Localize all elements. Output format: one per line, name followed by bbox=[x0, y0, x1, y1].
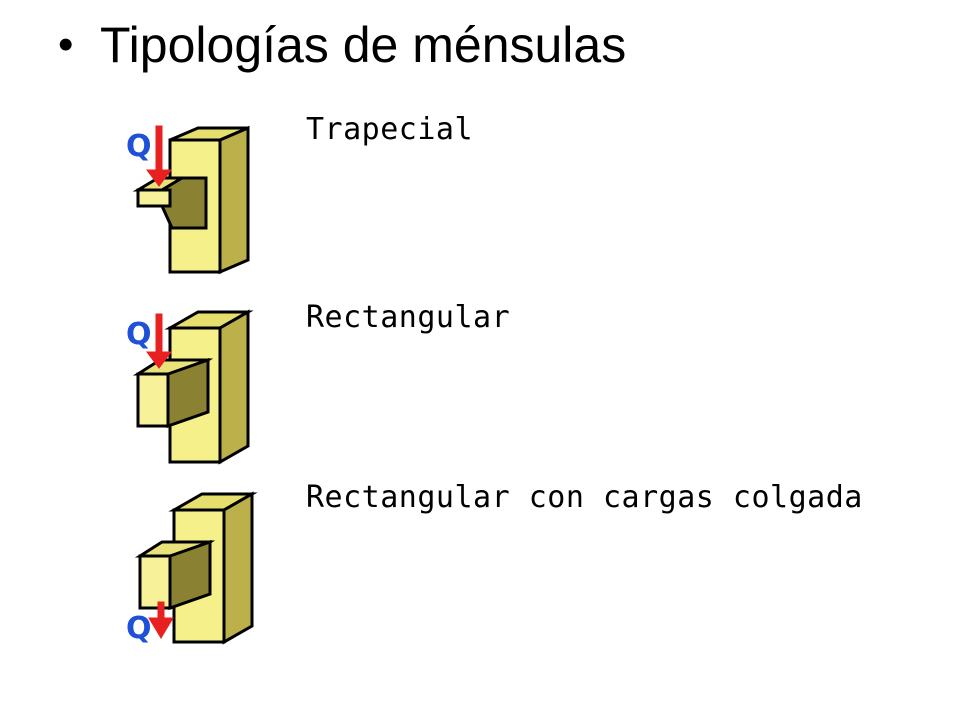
load-arrow-head bbox=[146, 169, 172, 187]
corbel-front-face bbox=[136, 372, 170, 428]
typology-label: Rectangular bbox=[306, 300, 511, 335]
rectangular-corbel-figure: Q bbox=[126, 309, 254, 465]
bullet-icon: • bbox=[58, 20, 74, 69]
load-arrow-shaft bbox=[155, 125, 163, 177]
load-arrow-head bbox=[148, 617, 174, 639]
trapezoidal-corbel-figure: Q bbox=[126, 125, 250, 275]
pier-side-face bbox=[218, 309, 250, 465]
title-text: Tipologías de ménsulas bbox=[100, 17, 627, 73]
load-arrow-shaft bbox=[155, 313, 163, 359]
pier-side-face bbox=[218, 125, 250, 275]
hanging-load-corbel-figure: Q bbox=[126, 491, 258, 646]
pier-side-face bbox=[222, 491, 254, 645]
typology-rectangular: Q Rectangular bbox=[0, 298, 960, 478]
load-symbol: Q bbox=[126, 611, 152, 646]
typology-label: Trapecial bbox=[306, 112, 474, 147]
corbel-front-face bbox=[136, 188, 172, 208]
corbel-front-face bbox=[138, 554, 172, 610]
slide-title: • Tipologías de ménsulas bbox=[58, 10, 626, 80]
load-symbol: Q bbox=[126, 317, 152, 352]
typology-trapecial: Q Trapecial bbox=[0, 110, 960, 290]
load-arrow-head bbox=[146, 351, 172, 369]
typology-label: Rectangular con cargas colgada bbox=[306, 480, 863, 515]
typology-rectangular-hanging-load: Q Rectangular con cargas colgada bbox=[0, 478, 960, 658]
load-symbol: Q bbox=[126, 129, 152, 164]
